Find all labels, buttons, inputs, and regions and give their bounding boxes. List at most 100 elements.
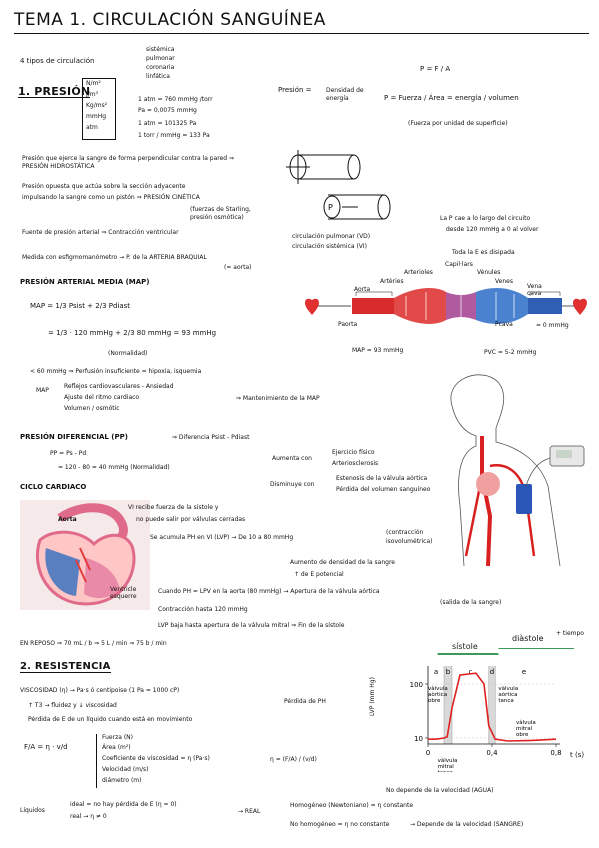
unit: atm — [86, 124, 98, 131]
phase-label: b — [446, 668, 451, 676]
pp-formula-2: = 120 - 80 = 40 mmHg (Normalidad) — [58, 464, 170, 471]
map-heading: PRESIÓN ARTERIAL MEDIA (MAP) — [20, 278, 150, 286]
ciclo-line: Contracción hasta 120 mmHg — [158, 606, 248, 613]
map-factors-result: ⇒ Mantenimiento de la MAP — [236, 395, 320, 402]
circ-sistemica: circulación sistémica (VI) — [292, 243, 368, 250]
ciclo-line: Se acumula PH en VI (LVP) → De 10 a 80 m… — [150, 534, 294, 541]
heart-diagram — [20, 500, 150, 610]
heart-label-aorta: Aorta — [58, 516, 77, 523]
piston-tube-icon: P — [323, 194, 391, 220]
resistencia-heading: 2. RESISTENCIA — [20, 661, 111, 673]
conversion: 1 atm = 101325 Pa — [138, 120, 197, 127]
ciclo-heading: CICLO CARDIACO — [20, 483, 87, 491]
chart-annotation: aòrtica — [498, 691, 517, 698]
circ-type: coronaria — [146, 64, 175, 71]
eta-formula: η = (F/A) / (v/d) — [270, 756, 317, 763]
chart-annotation: obre — [428, 698, 441, 704]
x-tick-label: 0,4 — [486, 749, 498, 757]
hidrostatica-text: Presión que ejerce la sangre de forma pe… — [22, 155, 235, 171]
caida-text: La P cae a lo largo del circuito — [440, 215, 531, 222]
x-tick-label: 0 — [426, 749, 430, 757]
medida-text: Medida con esfigmomanómetro → P. de la A… — [22, 254, 207, 261]
diagram-label: Vènules — [477, 269, 501, 276]
chart-diastole: diàstole — [512, 634, 544, 643]
diagram-label: Artèries — [380, 278, 404, 285]
conversion: 1 torr / mmHg = 133 Pa — [138, 132, 210, 139]
chart-annotation: vàlvula — [498, 685, 518, 692]
x-tick-label: 0,8 — [550, 749, 561, 757]
phase-label: e — [522, 668, 526, 676]
map-factor: Volumen / osmótic — [64, 405, 120, 412]
unit: Kg/ms² — [86, 102, 108, 109]
pp-aumenta: Aumenta con — [272, 455, 312, 462]
chart-annotation: tanca — [498, 698, 513, 704]
formula-main: P = Fuerza / Área = energía / volumen — [384, 94, 519, 102]
p-cava-value: = 0 mmHg — [536, 322, 569, 329]
homogeneo-note: No depende de la velocidad (AGUA) — [386, 787, 494, 794]
map-factor: Ajuste del ritmo cardiaco — [64, 394, 140, 401]
circ-type: linfática — [146, 73, 170, 80]
ciclo-note: isovolumétrica) — [386, 538, 433, 545]
chart-annotation: tanca — [438, 770, 453, 772]
phase-band-b — [444, 666, 452, 744]
chart-xlabel: t (s) — [570, 751, 585, 759]
pp-def: ⇒ Diferencia Psist - Pdiast — [172, 434, 250, 441]
pp-disminuye-item: Pérdida del volumen sanguíneo — [336, 486, 431, 493]
caida-text: desde 120 mmHg a 0 al volver — [446, 226, 539, 233]
viscosidad-var: diámetro (m) — [102, 777, 142, 784]
chart-annotation: mitral — [516, 726, 533, 732]
chart-annotation: vàlvula — [428, 685, 448, 692]
pvc-value: PVC = 5-2 mmHg — [484, 349, 537, 356]
ciclo-line: VI recibe fuerza de la sístole y — [128, 504, 219, 511]
presion-def-value: Densidad de energía — [326, 87, 364, 102]
pp-disminuye-item: Estenosis de la válvula aórtica — [336, 475, 428, 482]
diagram-label: Capil·lars — [445, 261, 473, 268]
ciclo-line: Aumento de densidad de la sangre — [290, 559, 395, 566]
formula-note: (Fuerza por unidad de superficie) — [408, 120, 508, 127]
presion-def-label: Presión = — [278, 86, 312, 94]
cinetica-note: (fuerzas de Starling, — [190, 206, 251, 213]
unit: J/m³ — [86, 91, 99, 98]
conversion: Pa = 0,0075 mmHg — [138, 107, 197, 114]
viscosidad-line: ↑ T3 → fluidez y ↓ viscosidad — [28, 702, 117, 709]
page-title: TEMA 1. CIRCULACIÓN SANGUÍNEA — [14, 10, 326, 30]
circ-pulmonar: circulación pulmonar (VD) — [292, 233, 371, 240]
ciclo-line: LVP baja hasta apertura de la válvula mi… — [158, 622, 345, 629]
diagram-label: Arterioles — [404, 269, 433, 276]
pp-aumenta-item: Ejercicio físico — [332, 449, 375, 456]
heart-label-ventricle: Ventricle esquerre — [110, 586, 137, 601]
unit: N/m² — [86, 80, 101, 87]
pp-disminuye: Disminuye con — [270, 481, 315, 488]
map-formula-2: = 1/3 · 120 mmHg + 2/3 80 mmHg = 93 mmHg — [48, 329, 217, 337]
svg-text:P: P — [328, 203, 333, 212]
title-underline — [14, 33, 589, 34]
chart-ylabel: LVP (mm Hg) — [369, 677, 376, 716]
viscosidad-note: Pérdida de PH — [284, 698, 326, 705]
chart-annotation: obre — [516, 732, 529, 738]
viscosidad-text: VISCOSIDAD (η) → Pa·s ó centipoise (1 Pa… — [20, 687, 180, 694]
conversion: 1 atm = 760 mmHg /torr — [138, 96, 213, 103]
p-aorta-label: Paorta — [338, 321, 358, 328]
pp-aumenta-item: Arteriosclerosis — [332, 460, 379, 467]
phase-label: d — [490, 668, 494, 676]
presion-heading: 1. PRESIÓN — [18, 85, 91, 98]
map-factors-label: MAP — [36, 387, 49, 394]
no-homogeneo-note: → Depende de la velocidad (SANGRE) — [410, 821, 524, 828]
pp-formula-1: PP = Ps - Pd — [50, 450, 87, 457]
unit: mmHg — [86, 113, 107, 120]
viscosidad-var: Área (m²) — [102, 744, 131, 751]
chart-annotation: aòrtica — [428, 691, 447, 698]
cinetica-note: presión osmótica) — [190, 214, 244, 221]
phase-label: a — [434, 668, 438, 676]
chart-annotation: vàlvula — [516, 719, 536, 726]
pp-heading: PRESIÓN DIFERENCIAL (PP) — [20, 433, 128, 441]
fuente-text: Fuente de presión arterial ⇒ Contracción… — [22, 229, 179, 236]
reposo-text: EN REPOSO ⇒ 70 mL / b ⇒ 5 L / min ⇒ 75 b… — [20, 640, 167, 647]
viscosidad-line: Pérdida de E de un líquido cuando está e… — [28, 716, 193, 723]
formula-top: P = F / A — [420, 65, 451, 73]
chart-annotation: vàlvula — [438, 757, 458, 764]
map-normal: (Normalidad) — [108, 350, 148, 357]
pressure-tube-icon — [286, 150, 361, 184]
liquidos-label: Líquidos — [20, 807, 45, 814]
